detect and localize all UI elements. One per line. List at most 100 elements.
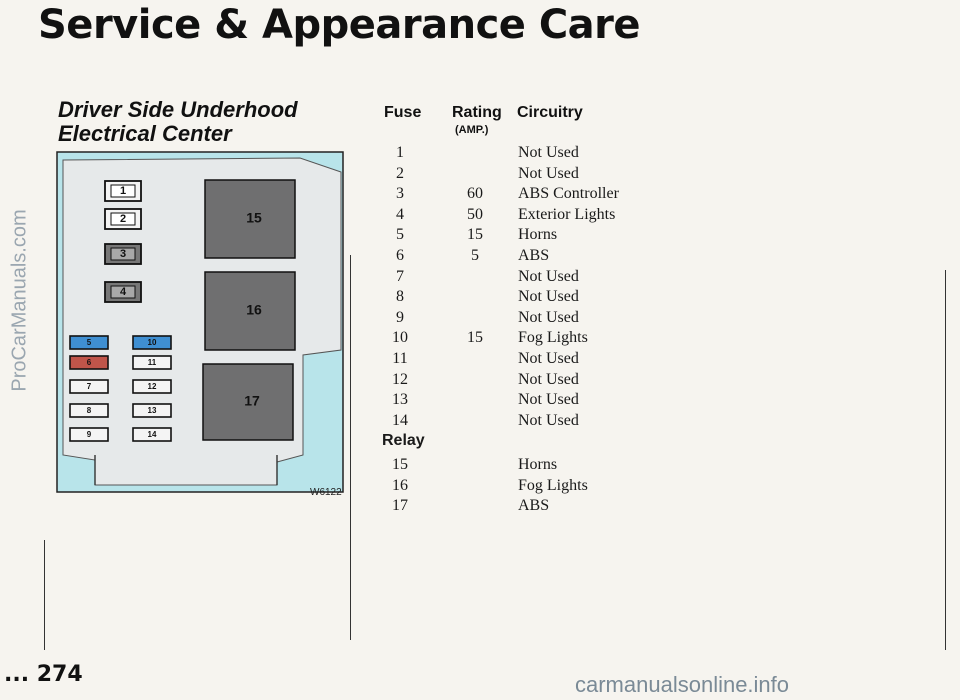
fuse-label-3: 3: [120, 248, 126, 260]
fuse-label-7: 7: [87, 382, 92, 391]
diagram-id-label: W6122: [310, 487, 342, 498]
relay-number: 17: [392, 497, 408, 515]
relay-number: 15: [392, 456, 408, 473]
relay-circuit: Horns: [518, 456, 558, 473]
fuse-12: [132, 379, 172, 394]
fuse-label-12: 12: [148, 382, 157, 391]
fuse-rating: 15: [467, 329, 483, 347]
side-watermark: ProCarManuals.com: [0, 100, 40, 500]
relay-16: [204, 271, 296, 351]
fuse-circuit: ABS: [518, 247, 550, 264]
fuse-4-window: [110, 285, 136, 299]
fuse-circuit: Not Used: [518, 164, 579, 182]
table-row: 12 Not Used: [380, 371, 680, 391]
fuse-label-10: 10: [148, 338, 157, 347]
fuse-rating: 15: [467, 226, 483, 244]
table-row: 14 Not Used: [380, 412, 680, 432]
divider-center: [350, 255, 351, 640]
fuse-7: [69, 379, 109, 394]
fuse-label-13: 13: [148, 406, 157, 415]
fuse-3-window: [110, 247, 136, 261]
divider-left: [44, 540, 45, 650]
fuse-number: 7: [396, 267, 404, 285]
table-row: 8 Not Used: [380, 288, 680, 308]
col-header-fuse: Fuse: [384, 104, 422, 121]
relay-15: [204, 179, 296, 259]
fuse-number: 6: [396, 247, 404, 264]
table-row: 13 Not Used: [380, 391, 680, 411]
fuse-label-6: 6: [87, 358, 92, 367]
table-row: 17 ABS: [380, 497, 680, 517]
relay-label-17: 17: [244, 393, 260, 409]
fuse-number: 4: [396, 205, 404, 223]
fuse-label-4: 4: [120, 286, 127, 298]
table-row: 3 60 ABS Controller: [380, 185, 680, 205]
fuse-13: [132, 403, 172, 418]
col-header-circuitry: Circuitry: [517, 104, 583, 121]
page-number-prefix: ...: [4, 662, 30, 687]
fuse-circuit: Not Used: [518, 144, 579, 161]
fuse-label-1: 1: [120, 185, 126, 197]
table-row: 16 Fog Lights: [380, 477, 680, 497]
table-row: 15 Horns: [380, 456, 680, 476]
section-title: Driver Side Underhood Electrical Center: [58, 97, 298, 146]
fuse-label-8: 8: [87, 406, 92, 415]
fuse-number: 13: [392, 391, 408, 409]
table-row: 7 Not Used: [380, 268, 680, 288]
fuse-circuit: Exterior Lights: [518, 205, 616, 223]
fuse-11: [132, 355, 172, 370]
page-number-value: 274: [36, 662, 83, 687]
fuse-1-window: [110, 184, 136, 198]
fuse-circuit: Fog Lights: [518, 329, 588, 347]
col-header-rating: Rating: [452, 104, 502, 121]
fuse-14: [132, 427, 172, 442]
fuse-rating: 5: [471, 247, 479, 264]
fuse-circuit: Not Used: [518, 267, 579, 285]
footer-watermark: carmanualsonline.info: [575, 672, 790, 697]
relay-number: 16: [392, 476, 408, 494]
relay-label: Relay: [382, 432, 425, 449]
fuse-circuit: Not Used: [518, 391, 579, 409]
fuse-label-2: 2: [120, 213, 126, 225]
fuse-circuit: Not Used: [518, 370, 579, 388]
side-watermark-text: ProCarManuals.com: [8, 208, 31, 392]
fuse-circuit: Not Used: [518, 308, 579, 326]
table-row: 6 5 ABS: [380, 247, 680, 267]
fuse-circuit: ABS Controller: [518, 185, 619, 203]
fuse-circuit: Not Used: [518, 288, 579, 306]
fuse-number: 1: [396, 144, 404, 161]
relay-label-16: 16: [246, 302, 262, 318]
fuse-number: 14: [392, 411, 408, 429]
relay-circuit: ABS: [518, 497, 550, 515]
fuse-number: 8: [396, 288, 404, 306]
relay-circuit: Fog Lights: [518, 476, 588, 494]
table-row: 1 Not Used: [380, 144, 680, 164]
fuse-6: [69, 355, 109, 370]
fuse-10: [132, 335, 172, 350]
fuse-8: [69, 403, 109, 418]
table-row: 5 15 Horns: [380, 226, 680, 246]
table-row: 9 Not Used: [380, 309, 680, 329]
fuse-circuit: Horns: [518, 226, 558, 244]
fuse-number: 9: [396, 308, 404, 326]
fuse-number: 11: [392, 350, 408, 367]
fuse-label-11: 11: [148, 358, 157, 367]
relay-17: [202, 363, 294, 441]
fuse-number: 3: [396, 185, 404, 203]
page-title: Service & Appearance Care: [38, 2, 641, 48]
fuse-number: 12: [392, 370, 408, 388]
col-header-rating-unit: (AMP.): [455, 124, 489, 136]
mounting-tabs: [94, 455, 278, 485]
fuse-number: 10: [392, 329, 408, 347]
fuse-number: 5: [396, 226, 404, 244]
fuse-rating: 60: [467, 185, 483, 203]
table-row: 10 15 Fog Lights: [380, 329, 680, 349]
fuse-label-5: 5: [87, 338, 92, 347]
fuse-circuit: Not Used: [518, 411, 579, 429]
fuse-9: [69, 427, 109, 442]
